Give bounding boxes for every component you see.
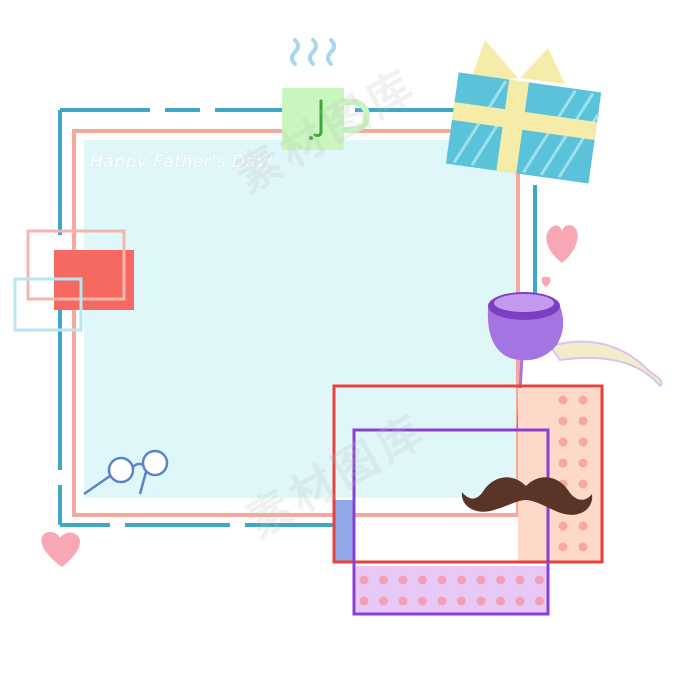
dot: [558, 542, 568, 552]
dot: [379, 575, 388, 585]
dot: [379, 596, 388, 606]
dot: [558, 458, 568, 468]
lavender-band: [354, 566, 548, 614]
dot: [359, 596, 369, 606]
pipe-icon: [487, 292, 663, 431]
dot: [578, 521, 588, 531]
dot: [437, 596, 447, 606]
greeting-text: Happy Father's Day!: [90, 152, 275, 172]
dot: [398, 575, 408, 585]
dotted-panel: [518, 388, 604, 562]
dot: [476, 596, 486, 606]
coffee-mug-icon: [282, 38, 370, 150]
pink-outline-block: [26, 229, 126, 301]
dot: [515, 596, 525, 606]
dot: [418, 575, 427, 585]
dot: [578, 416, 588, 426]
dot: [457, 575, 466, 585]
dot: [476, 575, 486, 585]
heart-icon: [541, 276, 551, 287]
dot: [496, 596, 505, 606]
blue-accent-strip: [335, 500, 353, 562]
dot: [558, 437, 568, 447]
gift-box-icon: [445, 40, 602, 184]
red-frame: [332, 384, 604, 564]
dot: [437, 575, 447, 585]
dot: [558, 395, 568, 405]
dot: [418, 596, 427, 606]
dot: [359, 575, 369, 585]
card-panel: [84, 140, 516, 498]
dot: [398, 596, 408, 606]
dot: [535, 596, 544, 606]
dot: [457, 596, 466, 606]
dot: [515, 575, 525, 585]
dot: [578, 437, 588, 447]
heart-icon: [41, 531, 81, 567]
dot: [578, 542, 588, 552]
dot: [578, 395, 588, 405]
blue-outline-block: [13, 277, 83, 332]
purple-frame: [352, 428, 550, 616]
dot: [578, 458, 588, 468]
dot: [558, 521, 568, 531]
dot-pattern: [359, 575, 544, 606]
glasses-icon: [83, 449, 169, 496]
mustache-icon: [461, 477, 593, 515]
dot: [535, 575, 544, 585]
dot: [558, 416, 568, 426]
dot: [496, 575, 505, 585]
heart-icon: [546, 225, 578, 263]
dot: [578, 479, 588, 489]
